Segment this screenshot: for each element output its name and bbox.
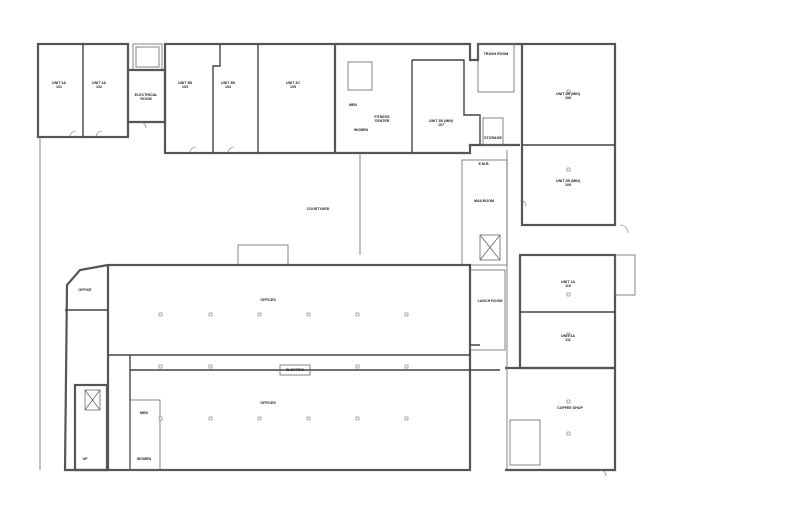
room-electrical: ELECTRICAL	[135, 93, 159, 97]
room-office: OFFICE	[78, 288, 92, 292]
stair-up-label: UP	[83, 457, 89, 461]
room-number: 111	[565, 338, 571, 342]
east-wing-walls	[461, 42, 636, 472]
north-wing-walls	[36, 42, 522, 155]
room-unit-2b-109: UNIT 2B (MIN)	[556, 179, 581, 183]
room-mailroom: MAILROOM	[474, 199, 494, 203]
room-unit-3a-102: UNIT 3A	[92, 81, 106, 85]
room-lunch: LUNCH ROOM	[478, 299, 503, 303]
room-courtyard: COURTYARD	[307, 207, 330, 211]
room-emr: E.M.R.	[479, 162, 490, 166]
room-number: 108	[565, 96, 571, 100]
room-storage: STORAGE	[484, 136, 502, 140]
room-number: 109	[565, 183, 571, 187]
room-women-lower: WOMEN	[137, 457, 152, 461]
room-number: 104	[225, 85, 231, 89]
room-coffee-shop: COFFEE SHOP	[557, 406, 583, 410]
room-men-lower: MEN	[140, 411, 148, 415]
room-men: MEN	[349, 103, 357, 107]
room-electric: ELECTRIC	[286, 368, 304, 372]
room-unit-2b-108: UNIT 2B (MIN)	[556, 92, 581, 96]
room-unit-1a-110: UNIT 1A	[561, 280, 575, 284]
room-unit-3c-105: UNIT 3C	[286, 81, 300, 85]
room-number: 103	[182, 85, 188, 89]
room-unit-3b-104: UNIT 3B	[221, 81, 235, 85]
room-number: 107	[438, 123, 444, 127]
room-offices-lower: OFFICES	[260, 401, 276, 405]
room-women: WOMEN	[354, 128, 369, 132]
room-number: 102	[96, 85, 102, 89]
room-labels: UNIT 3A 101 UNIT 3A 102 ELECTRICAL ROOM …	[52, 52, 583, 461]
room-offices-upper: OFFICES	[260, 298, 276, 302]
room-fitness-line2: CENTER	[375, 119, 390, 123]
room-number: 101	[56, 85, 62, 89]
room-electrical-line2: ROOM	[140, 97, 151, 101]
room-number: 110	[565, 284, 571, 288]
room-number: 105	[290, 85, 296, 89]
room-unit-1b: UNIT 1B (MIN)	[429, 119, 454, 123]
columns	[158, 89, 571, 436]
room-unit-1a-111: UNIT 1A	[561, 334, 575, 338]
room-unit-3a-101: UNIT 3A	[52, 81, 66, 85]
room-unit-3b-103: UNIT 3B	[178, 81, 192, 85]
room-trash: TRASH ROOM	[484, 52, 509, 56]
main-building-walls	[39, 137, 506, 472]
doors	[69, 121, 629, 477]
room-fitness: FITNESS	[374, 115, 390, 119]
